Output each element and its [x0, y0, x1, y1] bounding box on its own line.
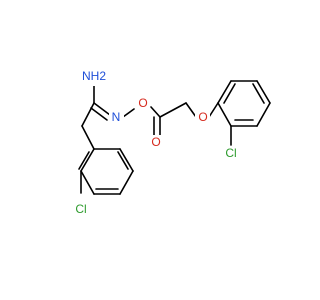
bond-carbonyl-ch2	[159, 102, 187, 118]
para-cl-label-bg	[72, 202, 90, 218]
molecule-diagram: NH2 N O O O Cl Cl	[72, 68, 271, 218]
ring-bottom-bond-1	[80, 148, 95, 172]
bond-layer	[78, 80, 271, 195]
imine-n-label: N	[112, 110, 121, 124]
bond-n-o	[122, 108, 135, 118]
molecule-canvas: NH2 N O O O Cl Cl	[72, 68, 271, 218]
para-cl-label: Cl	[75, 202, 86, 216]
bond-c-n-double-b	[90, 107, 108, 121]
ester-o-label: O	[138, 96, 147, 110]
ester-o-label-bg	[135, 96, 150, 112]
ring-top-bond-3	[256, 80, 271, 104]
ortho-cl-label-bg	[222, 146, 240, 162]
ortho-cl-label: Cl	[225, 146, 236, 160]
carbonyl-o-label-bg	[149, 135, 164, 151]
bond-o-carbonyl-c	[150, 106, 161, 118]
carbonyl-o-label: O	[151, 135, 160, 149]
ring-bottom-bond-2	[80, 170, 95, 195]
imine-n-label-bg	[109, 110, 124, 126]
bond-o-ether-ring	[208, 102, 219, 118]
ether-o-label: O	[198, 110, 207, 124]
nh2-label: NH2	[82, 69, 106, 83]
ether-o-label-bg	[195, 110, 210, 126]
ring-top-bond-1-inner	[223, 83, 236, 104]
bond-amidine-ch2	[81, 102, 95, 127]
nh2-label-bg	[82, 68, 106, 86]
ring-top-bond-3-inner	[252, 83, 265, 104]
ring-bottom-bond-5-inner	[117, 151, 129, 170]
ring-top-bond-4	[256, 102, 271, 127]
atom-label-layer: NH2 N O O O Cl Cl	[72, 68, 240, 218]
bond-c-n-double-a	[93, 102, 111, 116]
ring-bottom-bond-5	[119, 148, 134, 172]
bond-ch2-o-ether	[185, 102, 197, 118]
ring-bottom-bond-1-inner	[78, 151, 90, 170]
ring-top-bond-6	[217, 102, 232, 127]
ring-bottom-bond-4	[119, 170, 134, 195]
ring-top-bond-1	[217, 80, 232, 104]
bond-ch2-ring-bottom	[81, 125, 95, 150]
